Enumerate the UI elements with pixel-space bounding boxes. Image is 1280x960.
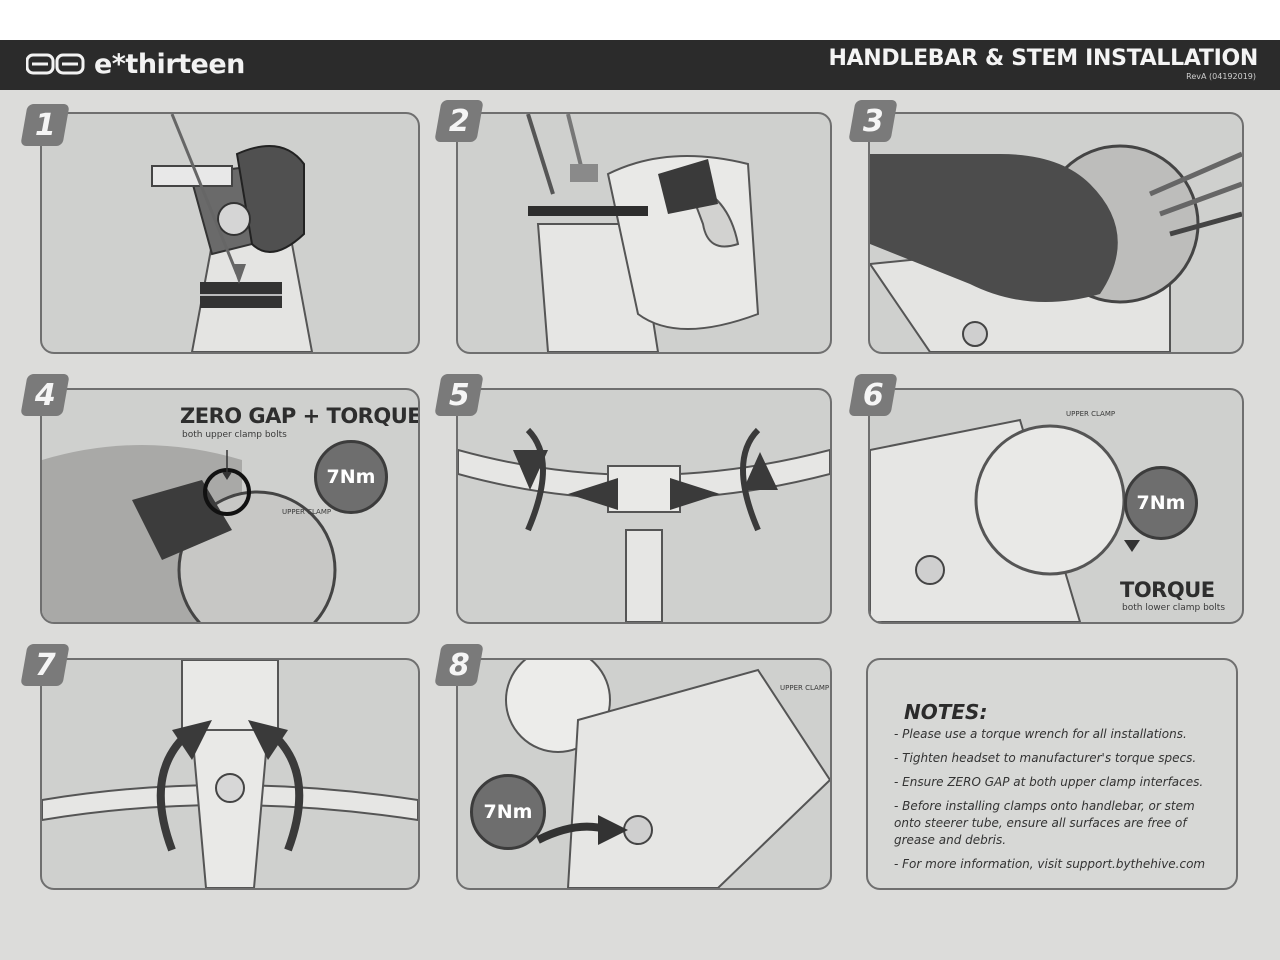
step-4-number-badge: 4	[20, 374, 70, 416]
torque-subheading: both lower clamp bolts	[1122, 603, 1226, 613]
note-item: Ensure ZERO GAP at both upper clamp inte…	[894, 774, 1214, 791]
note-item: Tighten headset to manufacturer's torque…	[894, 750, 1214, 767]
zero-gap-heading: ZERO GAP + TORQUE	[180, 404, 420, 428]
brand-name: e*thirteen	[94, 48, 245, 80]
notes-list: Please use a torque wrench for all insta…	[894, 726, 1214, 880]
final-torque-illustration	[505, 660, 830, 888]
header-bar	[0, 40, 1280, 90]
stem-top-view-illustration	[42, 660, 418, 888]
e13-logo-icon	[26, 53, 85, 75]
step-2-number-badge: 2	[434, 100, 484, 142]
step-4-panel: ZERO GAP + TORQUE both upper clamp bolts…	[40, 388, 420, 624]
step-1-number-badge: 1	[20, 104, 70, 146]
lower-clamp-torque-illustration	[870, 418, 1140, 622]
notes-panel: NOTES: Please use a torque wrench for al…	[866, 658, 1238, 890]
note-item: Before installing clamps onto handlebar,…	[894, 798, 1214, 849]
stem-on-steerer-illustration	[151, 114, 314, 352]
step-8-number-badge: 8	[434, 644, 484, 686]
handlebar-in-clamp-illustration	[870, 144, 1242, 352]
handlebar-alignment-illustration	[458, 427, 830, 622]
step-6-panel: 7Nm TORQUE both lower clamp bolts UPPER …	[868, 388, 1244, 624]
step-1-panel: 1	[40, 112, 420, 354]
page-title: HANDLEBAR & STEM INSTALLATION	[828, 46, 1258, 71]
step-5-panel	[456, 388, 832, 624]
upper-clamp-label: UPPER CLAMP	[282, 508, 332, 516]
zero-gap-illustration	[42, 445, 337, 622]
note-item: For more information, visit support.byth…	[894, 856, 1214, 873]
upper-clamp-label: UPPER CLAMP	[780, 684, 830, 692]
torque-7nm-badge: 7Nm	[1124, 466, 1198, 540]
step-6-number-badge: 6	[848, 374, 898, 416]
note-item: Please use a torque wrench for all insta…	[894, 726, 1214, 743]
step-3-number-badge: 3	[848, 100, 898, 142]
step-8-panel: 7Nm UPPER CLAMP	[456, 658, 832, 890]
torque-7nm-badge: 7Nm	[470, 774, 546, 850]
upper-clamp-label: UPPER CLAMP	[1066, 410, 1116, 418]
notes-title: NOTES:	[904, 700, 988, 724]
brand-logo: e*thirteen	[26, 46, 245, 82]
step-3-panel	[868, 112, 1244, 354]
step-5-number-badge: 5	[434, 374, 484, 416]
step-7-number-badge: 7	[20, 644, 70, 686]
torque-heading: TORQUE	[1120, 578, 1215, 602]
step-7-panel	[40, 658, 420, 890]
torque-7nm-badge: 7Nm	[314, 440, 388, 514]
step-2-panel	[456, 112, 832, 354]
revision-label: RevA (04192019)	[1186, 72, 1256, 81]
stem-cap-illustration	[526, 114, 760, 352]
zero-gap-subheading: both upper clamp bolts	[182, 430, 287, 440]
